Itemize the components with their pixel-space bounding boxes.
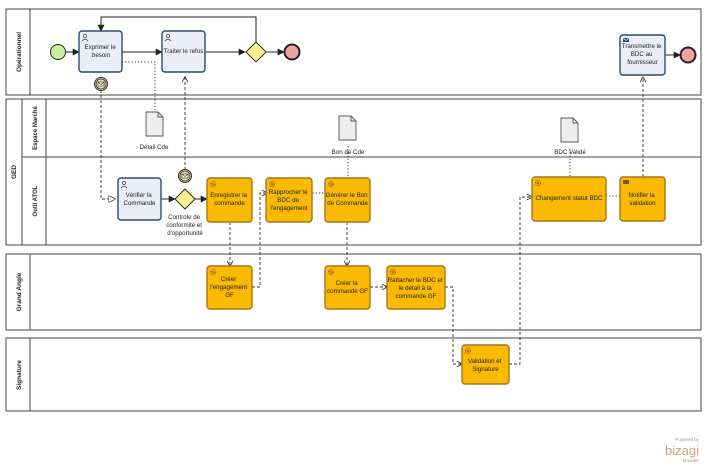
svg-text:bizagi: bizagi xyxy=(665,443,699,458)
pool-signature: Signature xyxy=(5,337,702,412)
bizagi-logo: Powered by bizagi Modeler xyxy=(665,437,700,463)
service-gear-icon xyxy=(389,268,396,275)
envelope-icon xyxy=(97,81,105,87)
intermediate-message-event-exprimer[interactable] xyxy=(94,77,108,91)
lane-label-operationnel: Opérationnel xyxy=(16,32,23,72)
user-icon xyxy=(164,34,172,42)
task-enregistrer-commande[interactable]: Enregistrer la commande xyxy=(206,177,253,223)
pool-label-ged: GED xyxy=(11,165,18,179)
user-icon xyxy=(81,34,89,42)
task-traiter-refus[interactable]: Traiter le refus xyxy=(161,30,206,73)
service-gear-icon xyxy=(268,180,275,187)
message-icon xyxy=(623,180,629,184)
task-exprimer-besoin[interactable]: Exprimer le besoin xyxy=(78,30,123,73)
gateway-controle[interactable] xyxy=(174,188,196,210)
end-event[interactable] xyxy=(283,43,301,61)
service-gear-icon xyxy=(464,347,471,354)
svg-text:Notifier la validation: Notifier la validation xyxy=(629,192,657,207)
svg-text:Changement statut BDC: Changement statut BDC xyxy=(535,195,603,202)
svg-text:Modeler: Modeler xyxy=(683,458,700,463)
intermediate-message-event-controle[interactable] xyxy=(178,169,192,183)
task-changement-statut-bdc[interactable]: Changement statut BDC xyxy=(531,176,607,222)
task-rattacher-bdc[interactable]: Rattacher le BDC et le détail à la comma… xyxy=(386,265,446,310)
task-verifier-commande[interactable]: Vérifier la Commande xyxy=(117,177,162,221)
message-flows xyxy=(100,77,643,364)
associations xyxy=(122,61,620,197)
svg-text:Traiter le refus: Traiter le refus xyxy=(164,48,204,55)
svg-text:Créer l'engagement: Créer l'engagement GF xyxy=(210,276,249,299)
end-event-final[interactable] xyxy=(679,46,697,64)
lane-label-grand-angle: Grand Angle xyxy=(16,272,23,311)
task-notifier-validation[interactable]: Notifier la validation xyxy=(619,176,666,222)
gateway-label: Controle de conformité et d'opportunité xyxy=(166,214,204,237)
svg-text:Rapprocher le BDC de: Rapprocher le BDC de l'engagement xyxy=(269,189,310,212)
svg-text:Vérifier la Commande: Vérifier la Commande xyxy=(124,192,157,207)
task-creer-commande-gf[interactable]: Créer la commande GF xyxy=(324,265,371,310)
gateway-operationnel[interactable] xyxy=(245,41,267,63)
user-icon xyxy=(120,181,128,189)
lane-label-espace-marche: Espace Marché xyxy=(33,105,39,149)
lane-label-outil-atol: Outil ATOL xyxy=(33,185,39,216)
task-creer-engagement[interactable]: Créer l'engagement GF xyxy=(206,265,253,310)
service-gear-icon xyxy=(209,180,216,187)
svg-text:Transmettre le BDC au: Transmettre le BDC au fournisseur xyxy=(622,43,663,66)
svg-text:Powered by: Powered by xyxy=(675,437,700,442)
envelope-icon xyxy=(181,173,189,179)
send-envelope-icon xyxy=(622,37,630,42)
task-transmettre-bdc[interactable]: Transmettre le BDC au fournisseur xyxy=(619,34,666,76)
svg-text:Enregistrer la commande: Enregistrer la commande xyxy=(210,192,249,207)
sequence-flows xyxy=(66,16,681,203)
svg-text:Créer la commande GF: Créer la commande GF xyxy=(327,280,368,295)
svg-text:Générer le Bon de Comman: Générer le Bon de Commande xyxy=(326,192,370,207)
svg-text:Validation et Signature: Validation et Signature xyxy=(468,358,503,373)
data-object-label: Bon de Cde xyxy=(332,149,365,156)
data-object-bdc-valide[interactable]: BDC Validé xyxy=(554,117,586,156)
data-object-detail-cde[interactable]: Détail Cde xyxy=(140,111,169,151)
data-object-bon-de-cde[interactable]: Bon de Cde xyxy=(332,115,365,156)
service-gear-icon xyxy=(327,180,334,187)
service-gear-icon xyxy=(209,268,216,275)
lane-label-signature: Signature xyxy=(16,360,23,390)
data-object-label: Détail Cde xyxy=(140,144,169,151)
task-rapprocher-bdc[interactable]: Rapprocher le BDC de l'engagement xyxy=(265,177,313,223)
svg-text:Rattacher le BDC et le d: Rattacher le BDC et le détail à la comma… xyxy=(388,277,445,300)
service-gear-icon xyxy=(327,268,334,275)
start-event[interactable] xyxy=(50,44,66,60)
task-generer-bon-commande[interactable]: Générer le Bon de Commande xyxy=(324,177,371,223)
svg-text:Exprimer le besoin: Exprimer le besoin xyxy=(84,44,117,59)
task-validation-signature[interactable]: Validation et Signature xyxy=(461,344,510,385)
service-gear-icon xyxy=(535,179,542,186)
data-object-label: BDC Validé xyxy=(554,149,586,156)
